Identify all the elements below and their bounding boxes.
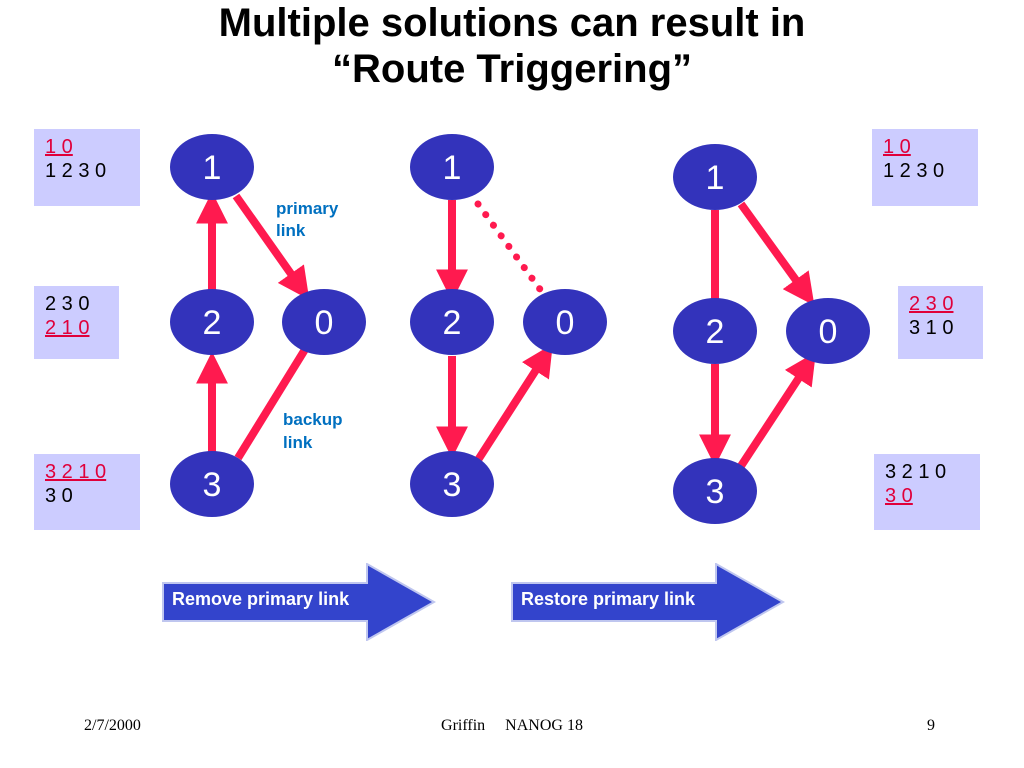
svg-text:0: 0: [315, 304, 334, 342]
diagram-3-edges: [699, 201, 816, 469]
removed-primary-link: [474, 200, 546, 296]
edge-1-to-0-primary: [232, 193, 310, 300]
backup-link-label: backup link: [283, 410, 343, 452]
alternate-path: 3 2 1 0: [885, 461, 947, 483]
right-table-node-1: 1 0 1 2 3 0: [872, 129, 978, 206]
d3-node-0: 0: [786, 298, 870, 364]
svg-text:3: 3: [443, 466, 462, 504]
svg-text:1: 1: [443, 149, 462, 187]
footer-page-number: 9: [927, 717, 935, 734]
svg-text:1: 1: [203, 149, 222, 187]
d1-node-1: 1: [170, 134, 254, 200]
svg-text:link: link: [276, 221, 306, 240]
right-arrow-shape: [511, 563, 785, 641]
alternate-path: 1 2 3 0: [883, 160, 945, 182]
svg-text:0: 0: [556, 304, 575, 342]
right-table-node-2: 2 3 0 3 1 0: [898, 286, 983, 359]
right-table-node-3: 3 2 1 0 3 0: [874, 454, 980, 530]
left-table-node-2: 2 3 0 2 1 0: [34, 286, 119, 359]
alternate-path: 1 2 3 0: [45, 160, 107, 182]
d2-node-1: 1: [410, 134, 494, 200]
primary-link-label: primary link: [276, 199, 339, 240]
footer-author-event: Griffin NANOG 18: [441, 717, 583, 734]
selected-path: 3 2 1 0: [45, 461, 107, 483]
right-arrow-shape: [162, 563, 436, 641]
selected-path: 3 0: [885, 485, 913, 507]
d1-node-3: 3: [170, 451, 254, 517]
alternate-path: 2 3 0: [45, 293, 90, 315]
selected-path: 2 3 0: [909, 293, 954, 315]
d1-node-2: 2: [170, 289, 254, 355]
diagram-2-nodes: 1 2 0 3: [410, 134, 607, 517]
left-table-node-3: 3 2 1 0 3 0: [34, 454, 140, 530]
d3-node-1: 1: [673, 144, 757, 210]
footer-date: 2/7/2000: [84, 717, 141, 734]
svg-text:3: 3: [706, 473, 725, 511]
title-line-2: “Route Triggering”: [332, 47, 692, 91]
svg-text:2: 2: [203, 304, 222, 342]
edge-1-to-0-primary: [737, 201, 815, 306]
diagram-1-nodes: 1 2 0 3: [170, 134, 366, 517]
title-line-1: Multiple solutions can result in: [218, 1, 806, 45]
remove-primary-link-label: Remove primary link: [172, 589, 350, 609]
diagram-2-edges: [436, 200, 553, 463]
svg-text:2: 2: [706, 313, 725, 351]
d2-node-2: 2: [410, 289, 494, 355]
svg-text:2: 2: [443, 304, 462, 342]
alternate-path: 3 1 0: [909, 317, 954, 339]
d3-node-3: 3: [673, 458, 757, 524]
d3-node-2: 2: [673, 298, 757, 364]
diagram-3-nodes: 1 2 0 3: [673, 144, 870, 524]
edge-3-to-0: [737, 351, 816, 469]
selected-path: 2 1 0: [45, 317, 90, 339]
remove-primary-link-arrow: Remove primary link: [162, 563, 436, 641]
edge-3-to-0: [474, 343, 553, 463]
d2-node-0: 0: [523, 289, 607, 355]
slide-title: Multiple solutions can result in “Route …: [0, 0, 1024, 92]
svg-text:backup: backup: [283, 410, 343, 429]
edge-3-to-0-backup: [234, 340, 313, 461]
restore-primary-link-label: Restore primary link: [521, 589, 696, 609]
svg-text:1: 1: [706, 159, 725, 197]
d2-node-3: 3: [410, 451, 494, 517]
svg-text:3: 3: [203, 466, 222, 504]
svg-text:link: link: [283, 433, 313, 452]
d1-node-0: 0: [282, 289, 366, 355]
selected-path: 1 0: [883, 136, 911, 158]
svg-text:0: 0: [819, 313, 838, 351]
selected-path: 1 0: [45, 136, 73, 158]
svg-text:primary: primary: [276, 199, 339, 218]
restore-primary-link-arrow: Restore primary link: [511, 563, 785, 641]
diagram-1-edges: [196, 191, 313, 461]
alternate-path: 3 0: [45, 485, 73, 507]
left-table-node-1: 1 0 1 2 3 0: [34, 129, 140, 206]
